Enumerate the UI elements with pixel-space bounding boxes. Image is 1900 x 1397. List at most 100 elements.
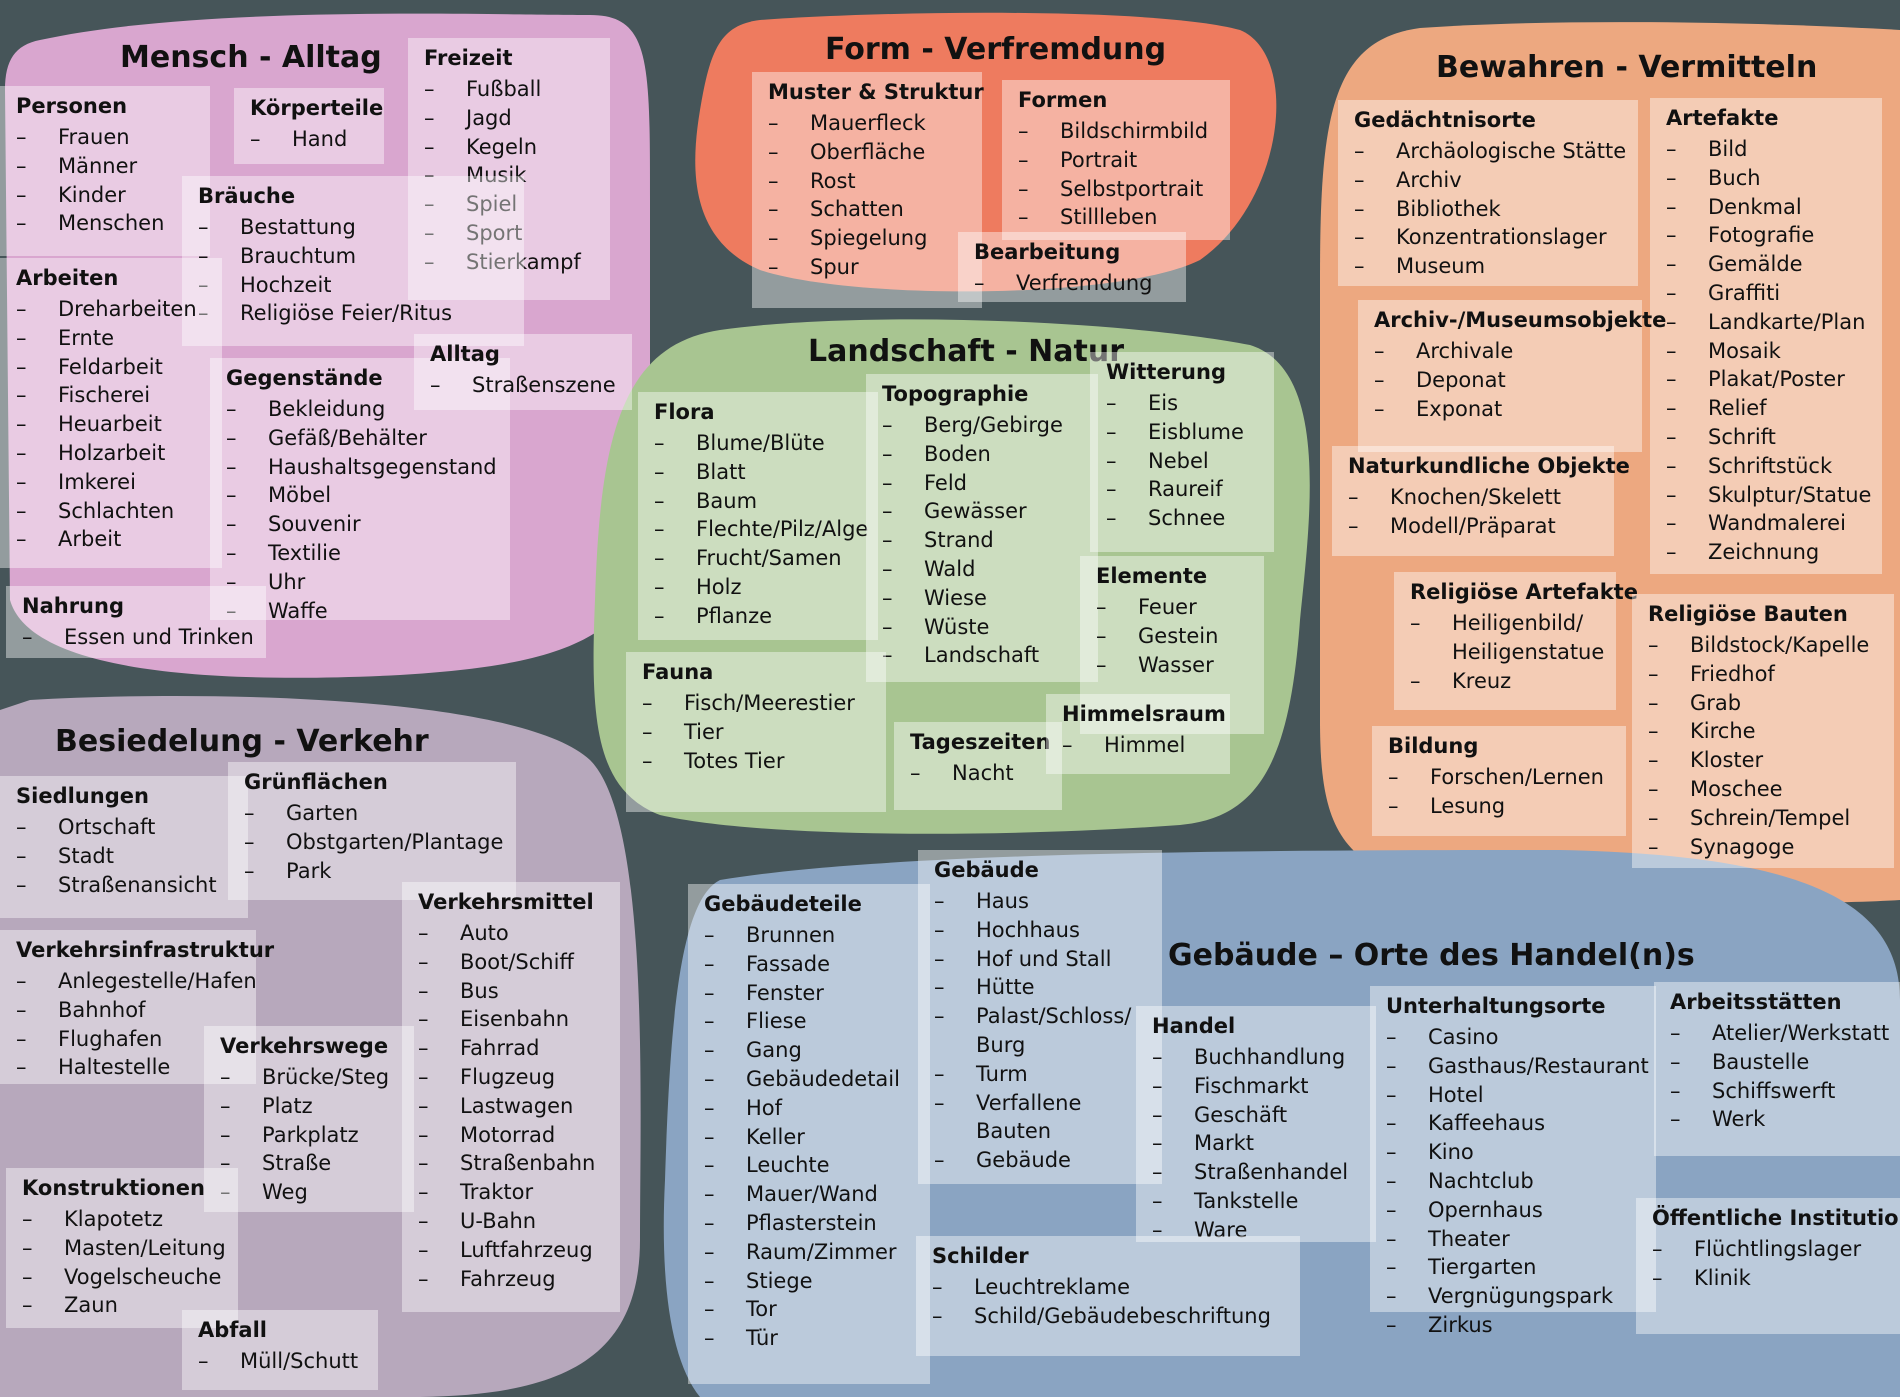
category-list: Forschen/LernenLesung [1388,763,1626,821]
category-item: Blume/Blüte [654,429,878,458]
category-item: Haushaltsgegenstand [226,453,510,482]
category-box: GebäudeHausHochhausHof und StallHüttePal… [918,850,1162,1184]
category-item: Obstgarten/Plantage [244,828,516,857]
category-title: Artefakte [1666,106,1779,130]
category-item: Schatten [768,195,982,224]
category-box: BräucheBestattungBrauchtumHochzeitReligi… [182,176,524,346]
category-item: Hochzeit [198,271,524,300]
category-item: Landkarte/Plan [1666,308,1882,337]
category-item: Tür [704,1324,930,1353]
category-box: HandelBuchhandlungFischmarktGeschäftMark… [1136,1006,1376,1244]
category-item: Theater [1386,1225,1656,1254]
category-item: Nacht [910,759,1062,788]
category-title: Unterhaltungsorte [1386,994,1606,1018]
category-item: Brauchtum [198,242,524,271]
category-item: Totes Tier [642,747,886,776]
category-list: Nacht [910,759,1062,788]
category-list: BrunnenFassadeFensterFlieseGangGebäudede… [704,921,930,1353]
category-item: Klapotetz [22,1205,238,1234]
category-item: Fassade [704,950,930,979]
category-item: Gang [704,1036,930,1065]
category-item: Modell/Präparat [1348,512,1614,541]
category-box: ArtefakteBildBuchDenkmalFotografieGemäld… [1650,98,1882,574]
category-title: Tageszeiten [910,730,1051,754]
category-title: Verkehrswege [220,1034,389,1058]
category-item: Uhr [226,568,510,597]
category-box: SiedlungenOrtschaftStadtStraßenansicht [0,776,248,918]
category-item: Mosaik [1666,337,1882,366]
category-list: KlapotetzMasten/LeitungVogelscheucheZaun [22,1205,238,1320]
category-title: Verkehrsinfrastruktur [16,938,275,962]
category-box: Muster & StrukturMauerfleckOberflächeRos… [752,72,984,308]
category-item: Oberfläche [768,138,982,167]
category-item: Wiese [882,584,1098,613]
category-item: Vergnügungspark [1386,1282,1656,1311]
category-list: Berg/GebirgeBodenFeldGewässerStrandWaldW… [882,411,1098,670]
category-title: Gegenstände [226,366,383,390]
category-list: Bildstock/KapelleFriedhofGrabKircheKlost… [1648,631,1894,861]
category-item: Dreharbeiten [16,295,222,324]
category-box: Archiv-/MuseumsobjekteArchivaleDeponatEx… [1358,300,1667,452]
category-item: Berg/Gebirge [882,411,1098,440]
category-item: Motorrad [418,1121,620,1150]
category-item: Bild [1666,135,1882,164]
category-item: Gefäß/Behälter [226,424,510,453]
category-item: Spur [768,253,982,282]
category-title: Grünflächen [244,770,388,794]
category-item: Leuchte [704,1151,930,1180]
category-item: Feldarbeit [16,353,222,382]
category-item: Platz [220,1092,414,1121]
category-item: Bibliothek [1354,195,1638,224]
category-item: Feuer [1096,593,1264,622]
category-item: Hand [250,125,384,154]
category-item: Blatt [654,458,878,487]
category-item: Casino [1386,1023,1656,1052]
category-item: Wüste [882,613,1098,642]
category-item: Relief [1666,394,1882,423]
category-title: Arbeitsstätten [1670,990,1842,1014]
category-box: ArbeitenDreharbeitenErnteFeldarbeitFisch… [0,258,222,568]
category-title: Muster & Struktur [768,80,984,104]
category-box: GrünflächenGartenObstgarten/PlantagePark [228,762,516,900]
category-item: Portrait [1018,146,1230,175]
category-title: Archiv-/Museumsobjekte [1374,308,1667,332]
category-title: Personen [16,94,128,118]
category-item: Hotel [1386,1081,1656,1110]
category-title: Öffentliche Institutionen [1652,1206,1900,1230]
category-item: Boden [882,440,1098,469]
category-item: Gebäudedetail [704,1065,930,1094]
region-title-besiedelung: Besiedelung - Verkehr [55,724,429,759]
category-box: VerkehrsmittelAutoBoot/SchiffBusEisenbah… [402,882,620,1312]
category-box: AbfallMüll/Schutt [182,1310,378,1390]
category-item: Leuchtreklame [932,1273,1300,1302]
category-item: Flughafen [16,1025,256,1054]
category-item: Flechte/Pilz/Alge [654,515,878,544]
category-item: Frucht/Samen [654,544,878,573]
category-item: Werk [1670,1105,1900,1134]
category-title: Arbeiten [16,266,119,290]
category-title: Verkehrsmittel [418,890,594,914]
category-item: Religiöse Feier/Ritus [198,299,524,328]
category-item: Zaun [22,1291,238,1320]
category-item: Waffe [226,597,510,626]
category-item: Fotografie [1666,221,1882,250]
category-box: Naturkundliche ObjekteKnochen/SkelettMod… [1332,446,1630,556]
category-item: Kegeln [424,133,610,162]
category-item: Opernhaus [1386,1196,1656,1225]
category-item: Fliese [704,1007,930,1036]
category-item: Kaffeehaus [1386,1109,1656,1138]
category-list: Brücke/StegPlatzParkplatzStraßeWeg [220,1063,414,1207]
category-item: Knochen/Skelett [1348,483,1614,512]
category-item: Männer [16,152,210,181]
category-item: Pflasterstein [704,1209,930,1238]
category-item: Boot/Schiff [418,948,620,977]
category-item: Jagd [424,104,610,133]
category-item: Fußball [424,75,610,104]
category-item: Markt [1152,1129,1376,1158]
category-item: Landschaft [882,641,1098,670]
region-title-form: Form - Verfremdung [825,32,1167,67]
category-title: Gebäude [934,858,1039,882]
category-item: Gebäude [934,1146,1162,1175]
category-item: Bahnhof [16,996,256,1025]
category-list: AutoBoot/SchiffBusEisenbahnFahrradFlugze… [418,919,620,1293]
